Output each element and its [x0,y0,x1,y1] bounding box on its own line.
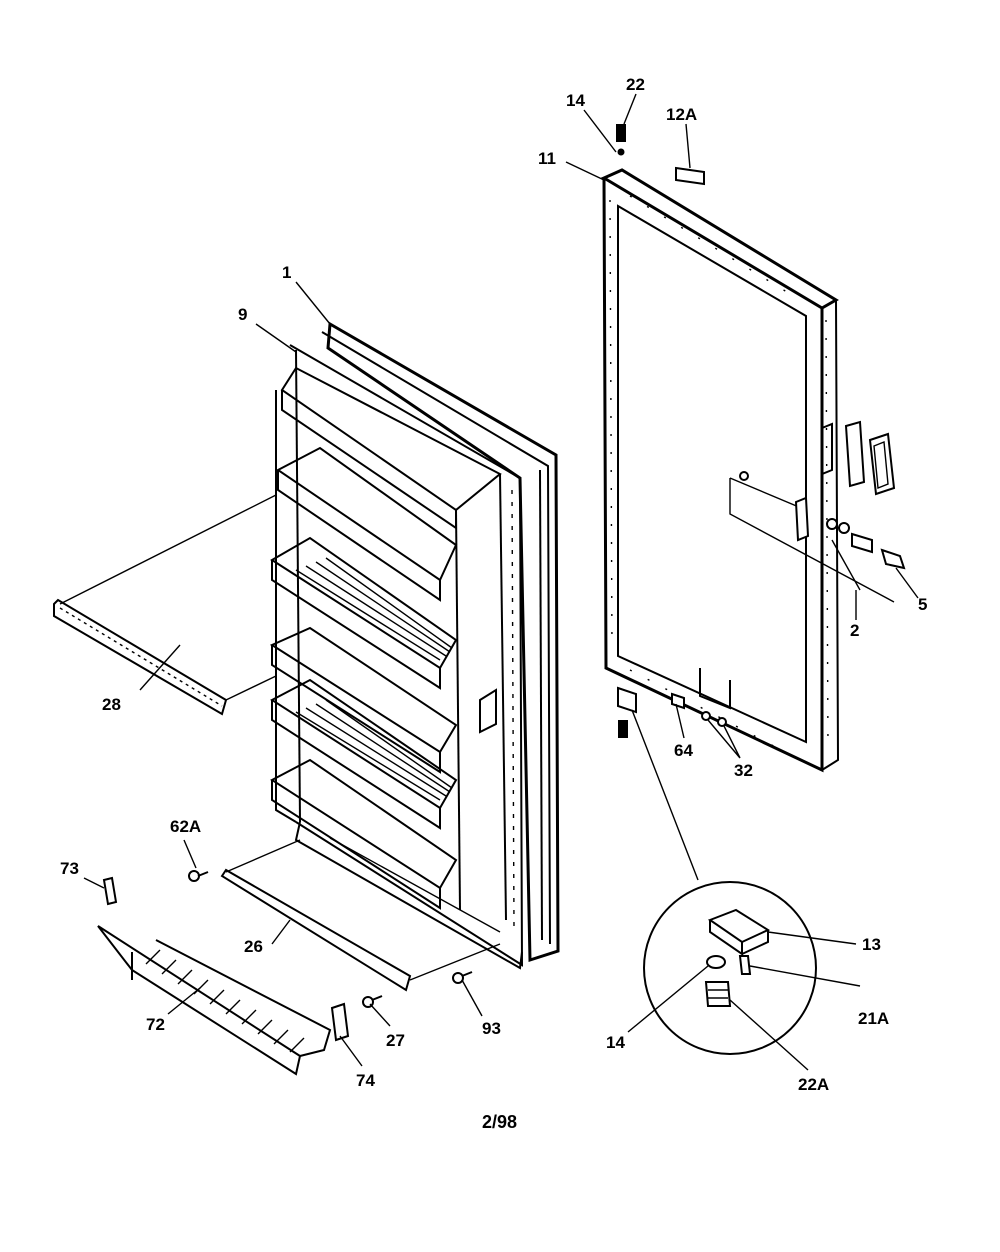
callout-73: 73 [60,859,79,878]
handle-bezel-shape [844,420,866,488]
washer-14-top-shape [617,148,625,156]
footer-date: 2/98 [482,1112,517,1132]
cover-12a-shape [675,166,705,186]
callout-64: 64 [674,741,693,760]
door-shelves [269,446,458,910]
hinge-pin-22a-shape [704,981,732,1007]
top-hinge-parts [616,124,705,186]
leader-lines [83,93,919,1071]
callout-26: 26 [244,937,263,956]
callout-74: 74 [356,1071,375,1090]
callout-11: 11 [538,149,556,168]
handle-lock-assembly [729,420,906,603]
detail-circle [643,881,817,1055]
callout-27: 27 [386,1031,405,1050]
screw-21a-shape [738,955,752,975]
door-liner-assembly [269,321,560,970]
screw-93-shape [452,972,464,984]
latch-shape [794,496,810,542]
basket-72 [97,925,332,1076]
callout-14-top: 14 [566,91,585,110]
callout-22: 22 [626,75,645,94]
washer-14-bottom-shape [706,955,726,969]
callout-5: 5 [918,595,927,614]
callout-28: 28 [102,695,121,714]
callout-32: 32 [734,761,753,780]
callout-14-bottom: 14 [606,1033,625,1052]
outer-door-panel [600,168,840,773]
callout-1: 1 [282,263,291,282]
screw-62a-shape [188,870,200,882]
callout-62a: 62A [170,817,201,836]
callout-72: 72 [146,1015,165,1034]
shelf-bar-26 [220,839,501,992]
lock-cylinder-shape [851,532,873,554]
callout-2: 2 [850,621,859,640]
callout-9: 9 [238,305,247,324]
small-parts-left [102,870,473,1042]
shelf-bar-28 [53,494,277,716]
hinge-pin-22-shape [616,124,626,142]
callout-12a: 12A [666,105,697,124]
bracket-73-shape [102,876,118,906]
bottom-parts-right [617,686,727,881]
plug-64-shape [671,692,685,710]
callout-21a: 21A [858,1009,889,1028]
lock-key-5-shape [880,548,906,570]
bracket-74-shape [330,1002,350,1042]
callout-22a: 22A [798,1075,829,1094]
callout-labels: 1 9 28 62A 73 26 72 27 93 74 22 14 12A 1… [60,75,927,1094]
callout-13: 13 [862,935,881,954]
callout-93: 93 [482,1019,501,1038]
